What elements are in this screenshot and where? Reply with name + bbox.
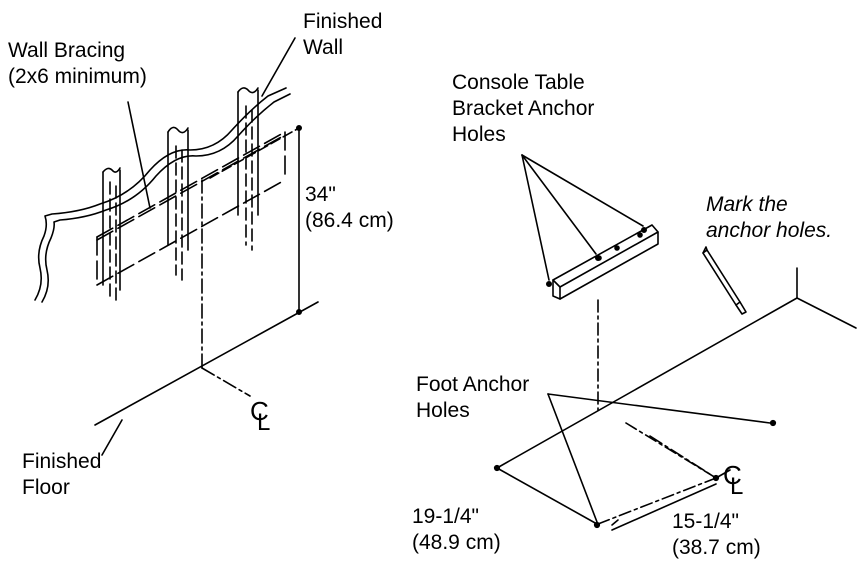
bracket-hole-mark-1 xyxy=(545,280,552,287)
height-dim-inches: 34" xyxy=(305,183,336,206)
cl-l: L xyxy=(257,409,271,436)
floor-leader xyxy=(101,419,123,456)
stud-left xyxy=(102,167,121,306)
bracket-holes-line-3: Holes xyxy=(452,123,506,146)
height-extension-line xyxy=(209,127,300,179)
finished-wall-edge xyxy=(34,87,287,301)
bracket-leader-2 xyxy=(521,154,597,255)
pencil-icon xyxy=(702,246,747,315)
bracket-hole-mark-3 xyxy=(640,227,647,234)
cl-c: C xyxy=(250,396,269,426)
stud-right xyxy=(237,87,259,251)
finished-wall-edge-inner xyxy=(41,93,291,303)
mark-holes-note: Mark the anchor holes. xyxy=(706,192,832,244)
spacing-dim-inches: 15-1/4" xyxy=(672,510,739,533)
bracket-leader-3 xyxy=(521,154,644,227)
floor-centerline xyxy=(201,367,251,397)
bracket-holes-line-1: Console Table xyxy=(452,71,585,94)
foot-holes-label: Foot Anchor Holes xyxy=(416,372,529,424)
foot-hole-back xyxy=(769,419,777,427)
side-wall-base xyxy=(796,297,857,329)
spacing-dimension-line xyxy=(611,483,717,531)
wall-leader xyxy=(261,37,296,97)
bracket-hole-mark-2 xyxy=(594,255,601,262)
wall-bracing-line-2: (2x6 minimum) xyxy=(8,65,147,88)
cl-c-right: C xyxy=(723,460,742,490)
finished-wall-label: Finished Wall xyxy=(303,9,382,61)
foot-spacing-ext xyxy=(611,519,619,526)
bracket-holes-label: Console Table Bracket Anchor Holes xyxy=(452,70,594,148)
foot-leader-2 xyxy=(547,393,771,424)
wall-base-line xyxy=(496,297,798,469)
wall-bracing-label: Wall Bracing (2x6 minimum) xyxy=(8,38,147,90)
finished-floor-line-2: Floor xyxy=(22,476,70,499)
finished-floor-line-1: Finished xyxy=(22,450,102,473)
depth-dim-end-dot xyxy=(493,464,501,472)
wall-bracing-board xyxy=(96,131,286,286)
foot-holes-line-2: Holes xyxy=(416,399,470,422)
height-dim-bottom-dot xyxy=(295,308,302,315)
depth-dim-cm: (48.9 cm) xyxy=(412,531,501,554)
finished-wall-line-1: Finished xyxy=(303,10,383,33)
depth-dim-inches: 19-1/4" xyxy=(412,505,479,528)
finished-floor-label: Finished Floor xyxy=(22,449,101,501)
finished-floor-line xyxy=(94,301,319,426)
right-floor-view xyxy=(493,154,857,531)
foot-centerline xyxy=(649,435,717,479)
foot-holes-line-1: Foot Anchor xyxy=(416,373,530,396)
cl-l-right: L xyxy=(730,473,744,500)
mark-note-line-1: Mark the xyxy=(706,193,788,216)
left-wall-view xyxy=(34,37,319,456)
foot-spacing-dashed xyxy=(597,477,717,525)
mark-note-line-2: anchor holes. xyxy=(706,219,833,242)
spacing-dimension-label: 15-1/4" (38.7 cm) xyxy=(672,509,761,561)
wall-bracing-line-1: Wall Bracing xyxy=(8,39,126,62)
depth-dim-ext-left xyxy=(496,467,598,525)
depth-dimension-label: 19-1/4" (48.9 cm) xyxy=(412,504,501,556)
foot-hole-front xyxy=(593,521,601,529)
bracket-holes-line-2: Bracket Anchor xyxy=(452,97,595,120)
height-dimension-label: 34" (86.4 cm) xyxy=(305,182,394,234)
bracket-leader-1 xyxy=(521,154,550,281)
finished-wall-line-2: Wall xyxy=(303,36,344,59)
spacing-dim-cm: (38.7 cm) xyxy=(672,536,761,559)
foot-leader-1 xyxy=(547,393,598,523)
console-bracket xyxy=(552,224,659,300)
spacing-dim-end-dot xyxy=(712,474,720,482)
bracing-leader xyxy=(127,101,151,209)
height-dim-cm: (86.4 cm) xyxy=(305,209,394,232)
